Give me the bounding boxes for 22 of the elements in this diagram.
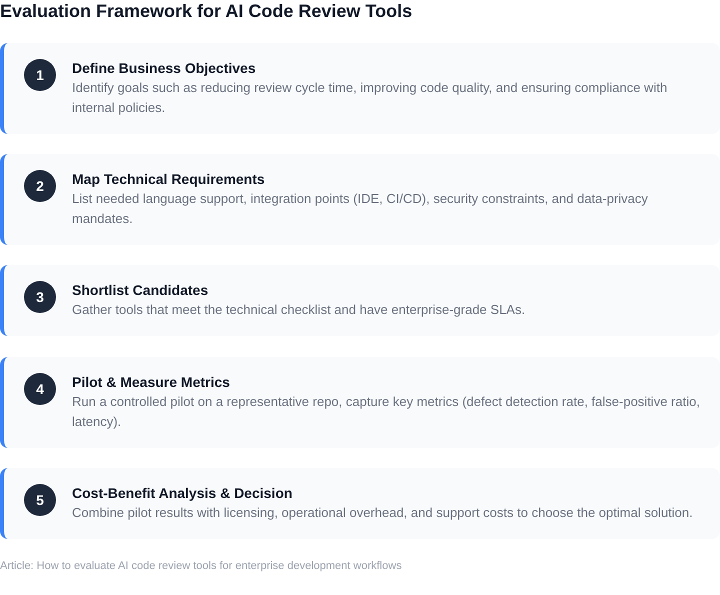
- step-heading: Map Technical Requirements: [72, 170, 266, 189]
- step-card: [0, 265, 720, 336]
- step-description: List needed language support, integration points (IDE, CI/CD), security constraints, and data-privacy mandates.: [72, 190, 649, 228]
- step-heading: Cost-Benefit Analysis & Decision: [72, 484, 294, 503]
- step-number: 3: [24, 281, 56, 313]
- step-heading: Pilot & Measure Metrics: [72, 373, 231, 392]
- diagram-title: Evaluation Framework for AI Code Review Tools: [0, 0, 412, 22]
- step-card: [0, 43, 720, 134]
- step-number: 4: [24, 373, 56, 405]
- step-card: [0, 468, 720, 539]
- step-card: [0, 357, 720, 448]
- step-heading: Define Business Objectives: [72, 59, 257, 78]
- step-description: Gather tools that meet the technical checklist and have enterprise-grade SLAs.: [72, 301, 526, 319]
- step-number: 1: [24, 59, 56, 91]
- source-note: Article: How to evaluate AI code review tools for enterprise development workflows: [0, 559, 402, 573]
- step-number: 2: [24, 170, 56, 202]
- step-description: Combine pilot results with licensing, operational overhead, and support costs to choose the optimal solution.: [72, 504, 694, 522]
- step-number: 5: [24, 484, 56, 516]
- step-description: Run a controlled pilot on a representative repo, capture key metrics (defect detection rate, false-positive ratio, latency).: [72, 393, 701, 431]
- step-heading: Shortlist Candidates: [72, 281, 210, 300]
- step-description: Identify goals such as reducing review cycle time, improving code quality, and ensuring compliance with internal policies.: [72, 79, 668, 117]
- step-card: [0, 154, 720, 245]
